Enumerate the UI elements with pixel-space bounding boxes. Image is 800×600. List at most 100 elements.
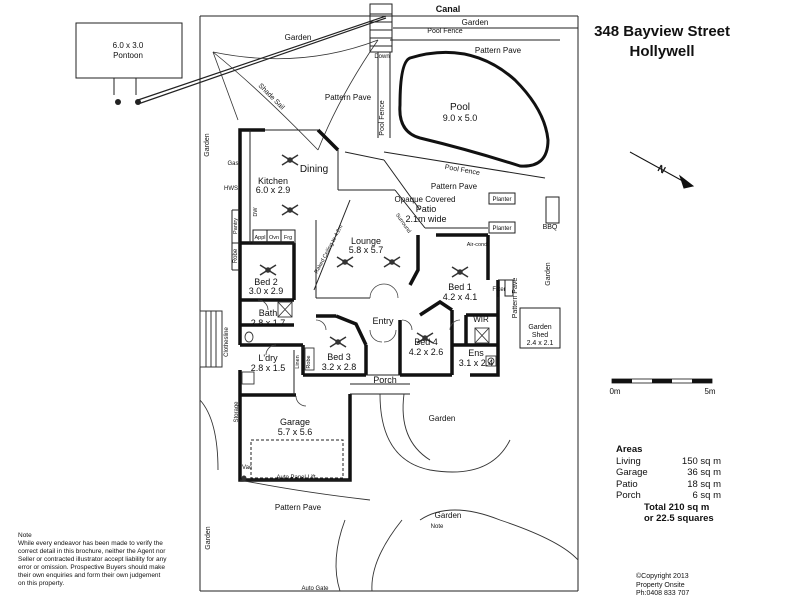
garage-label: Garage	[280, 417, 310, 427]
area-value: 18 sq m	[687, 478, 721, 490]
pattern-pave-front: Pattern Pave	[275, 503, 322, 512]
bath-label: Bath	[259, 308, 278, 318]
suburb-title: Hollywell	[629, 43, 695, 60]
garden-side-label: Garden	[204, 133, 211, 156]
bed3-label: Bed 3	[327, 352, 351, 362]
robe3-label: Robe	[306, 355, 312, 368]
patio-width: 2.1m wide	[405, 214, 446, 224]
note-small-label: Note	[431, 524, 444, 530]
robe-label: Robe	[233, 248, 239, 263]
air-cond-label: Air-cond	[467, 242, 487, 248]
areas-total: Total 210 sq m	[644, 501, 710, 513]
garden-bottom-label: Garden	[435, 511, 462, 520]
pontoon-label: Pontoon	[113, 51, 143, 60]
planter-1: Planter	[492, 197, 511, 203]
area-value: 36 sq m	[687, 467, 721, 478]
filter-label: Filter	[492, 287, 505, 293]
shed-size: 2.4 x 2.1	[527, 340, 554, 347]
areas-row: Living 150 sq m	[616, 456, 721, 468]
porch-label: Porch	[373, 375, 397, 385]
pattern-pave-top: Pattern Pave	[475, 46, 522, 55]
ldry-size: 2.8 x 1.5	[251, 363, 286, 373]
scale-start: 0m	[609, 387, 620, 396]
bed2-label: Bed 2	[254, 277, 278, 287]
ldry-label: L'dry	[258, 353, 278, 363]
planters	[488, 192, 560, 234]
garden-right-label: Garden	[545, 262, 552, 285]
dining-label: Dining	[300, 164, 328, 175]
clothesline-label: Clothesline	[224, 326, 230, 356]
clothesline	[199, 310, 223, 368]
copyright-block: ©Copyright 2013 Property Onsite Ph:0408 …	[636, 573, 689, 599]
pool-fence	[377, 39, 560, 179]
shed-label: Shed	[532, 332, 548, 339]
areas-squares: or 22.5 squares	[644, 513, 714, 524]
canal-label: Canal	[436, 4, 461, 14]
pontoon	[75, 15, 387, 105]
pattern-pave-side: Pattern Pave	[512, 278, 519, 319]
phone-line: Ph:0408 833 707	[636, 590, 690, 597]
kitchen-size: 6.0 x 2.9	[256, 185, 291, 195]
bath-size: 2.8 x 1.7	[251, 318, 286, 328]
bed4-label: Bed 4	[414, 337, 438, 347]
area-value: 6 sq m	[692, 490, 721, 501]
areas-row: Porch 6 sq m	[616, 490, 721, 502]
paths	[199, 393, 579, 592]
pool-fence-top: Pool Fence	[427, 28, 463, 35]
pantry-label: Pantry	[233, 218, 239, 234]
area-name: Living	[616, 455, 641, 467]
pattern-pave-mid: Pattern Pave	[325, 93, 372, 102]
ceiling-fans	[259, 154, 469, 348]
garden-shed-label: Garden	[528, 324, 551, 331]
area-name: Porch	[616, 490, 641, 501]
vac-label: Vac	[242, 465, 252, 471]
auto-gate-label: Auto Gate	[301, 586, 329, 592]
pontoon-size: 6.0 x 3.0	[113, 41, 144, 50]
fixtures	[241, 301, 497, 481]
scale-end: 5m	[704, 387, 715, 396]
gas-label: Gas	[227, 161, 238, 167]
garden-shed	[519, 307, 561, 349]
patio-label: Patio	[416, 204, 437, 214]
ens-size: 3.1 x 2.4	[459, 358, 494, 368]
bed3-size: 3.2 x 2.8	[322, 362, 357, 372]
areas-table: Areas Living 150 sq m Garage 36 sq m Pat…	[616, 444, 721, 525]
street-title: 348 Bayview Street	[594, 23, 730, 40]
areas-title: Areas	[616, 444, 643, 455]
garden-left-label: Garden	[205, 526, 212, 549]
company-line: Property Onsite	[636, 581, 685, 589]
area-value: 150 sq m	[681, 455, 721, 467]
dw-label: DW	[253, 207, 259, 217]
linen-label: Linen	[295, 355, 301, 368]
planter-2: Planter	[492, 226, 511, 232]
ovn-label: Ovn	[269, 235, 279, 241]
wir-label: WIR	[473, 315, 489, 324]
compass-letter: N	[655, 163, 667, 176]
area-name: Garage	[616, 467, 648, 478]
pool-size: 9.0 x 5.0	[443, 113, 478, 123]
lounge-size: 5.8 x 5.7	[349, 245, 384, 255]
area-name: Patio	[616, 478, 638, 490]
hws-label: HWS	[224, 186, 238, 192]
garden-top-label: Garden	[285, 33, 312, 42]
ens-label: Ens	[468, 348, 484, 358]
note-body: While every endeavor has been made to ve…	[18, 540, 167, 587]
bed1-label: Bed 1	[448, 282, 472, 292]
note-title: Note	[18, 532, 32, 539]
areas-row: Garage 36 sq m	[616, 467, 721, 479]
bed2-size: 3.0 x 2.9	[249, 286, 284, 296]
shade-sail-label: Shade Sail	[257, 82, 286, 111]
bed4-size: 4.2 x 2.6	[409, 347, 444, 357]
address-header: 348 Bayview Street Hollywell	[594, 22, 730, 62]
pattern-pave-patio: Pattern Pave	[431, 182, 478, 191]
copyright-line: ©Copyright 2013	[636, 573, 689, 580]
frg-label: Frg	[284, 235, 292, 241]
garage-size: 5.7 x 5.6	[278, 427, 313, 437]
disclaimer-note: Note While every endeavor has been made …	[18, 532, 168, 588]
lounge-label: Lounge	[351, 236, 381, 246]
garden-front-label: Garden	[429, 414, 456, 423]
property-boundary	[199, 15, 579, 592]
interior-lines	[231, 129, 514, 481]
shade-sail	[212, 39, 379, 151]
